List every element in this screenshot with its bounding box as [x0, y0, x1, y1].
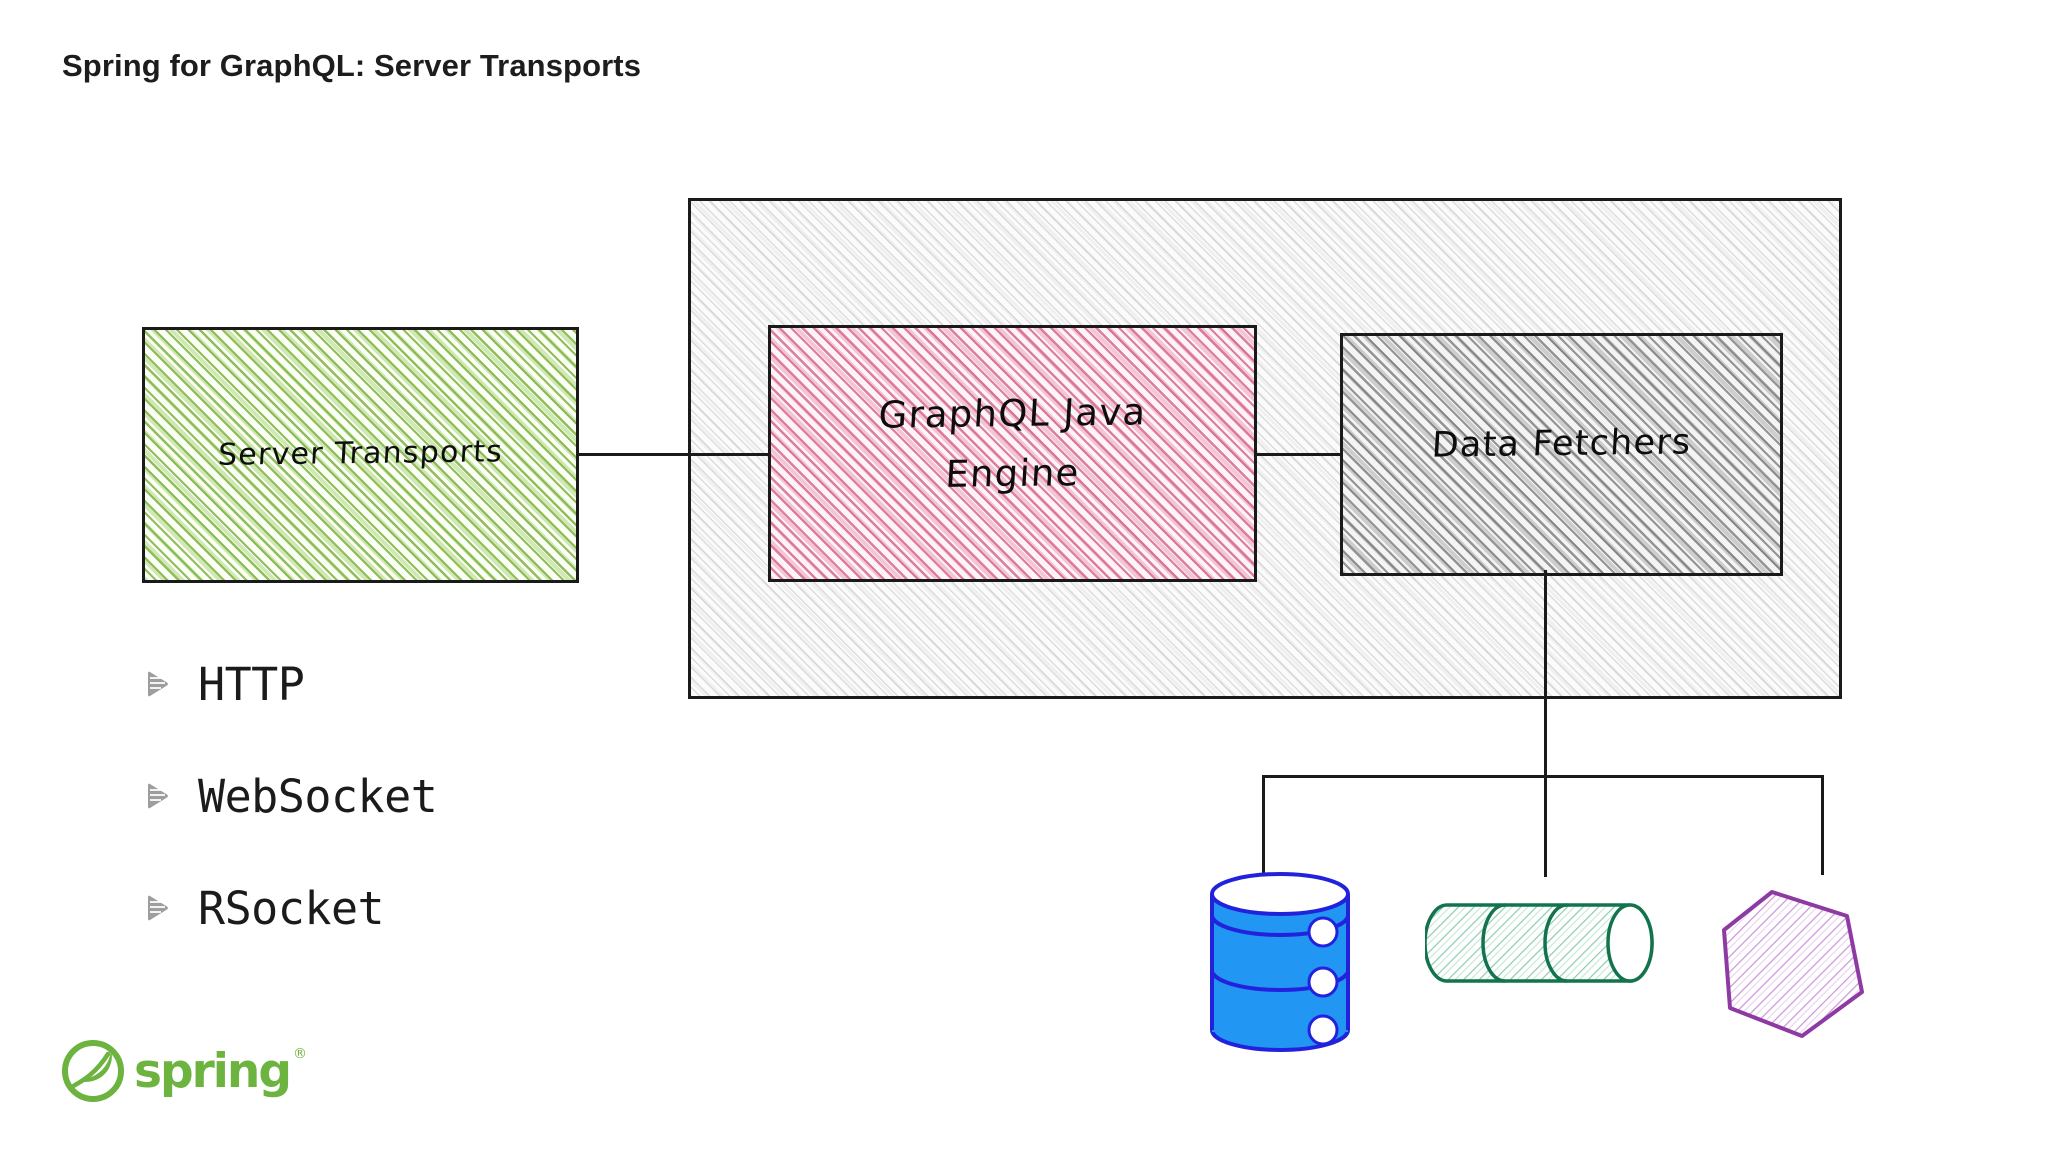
list-item[interactable]: RSocket: [142, 852, 437, 964]
data-fetchers-edge-right: [1780, 333, 1783, 576]
spring-logo: spring ®: [62, 1040, 307, 1102]
data-fetchers-label: Data Fetchers: [1430, 422, 1693, 466]
graphql-engine-edge-top: [768, 325, 1257, 328]
data-fetchers-edge-top: [1340, 333, 1783, 336]
graphql-engine-edge-right: [1254, 325, 1257, 582]
server-transports-list: HTTP WebSocket RSocket: [142, 628, 438, 964]
box-graphql-java-engine[interactable]: GraphQL Java Engine: [768, 325, 1257, 582]
branch-drop-left: [1262, 775, 1265, 875]
spring-leaf-icon: [62, 1040, 124, 1102]
list-item-label: WebSocket: [198, 769, 438, 823]
graphql-engine-hatch-fill: [770, 327, 1255, 580]
graphql-engine-label-line1: GraphQL Java: [877, 390, 1148, 437]
list-item-label: RSocket: [198, 881, 385, 935]
branch-bus-horizontal: [1262, 775, 1824, 778]
container-edge-right: [1839, 198, 1842, 699]
spring-wordmark: spring ®: [134, 1043, 307, 1099]
container-edge-top: [688, 198, 1842, 201]
box-data-fetchers[interactable]: Data Fetchers: [1340, 333, 1783, 576]
graphql-engine-edge-left: [768, 325, 771, 582]
data-fetchers-edge-bottom: [1340, 573, 1783, 576]
server-transports-edge-top: [142, 327, 579, 330]
spring-wordmark-text: spring: [134, 1043, 292, 1099]
page-title: Spring for GraphQL: Server Transports: [62, 48, 642, 83]
data-fetchers-edge-left: [1340, 333, 1343, 576]
server-transports-label: Server Transports: [217, 434, 504, 473]
server-transports-edge-right: [576, 327, 579, 583]
box-server-transports[interactable]: Server Transports: [142, 327, 579, 583]
list-item[interactable]: WebSocket: [142, 740, 438, 852]
graphql-engine-label-line2: Engine: [944, 451, 1081, 496]
play-triangle-icon: [148, 895, 168, 921]
connector-transports-to-engine: [578, 453, 774, 456]
list-item[interactable]: HTTP: [142, 628, 437, 740]
hexagon-icon[interactable]: [1712, 880, 1902, 1060]
branch-drop-right: [1821, 775, 1824, 875]
connector-engine-to-fetchers: [1256, 453, 1340, 456]
container-edge-bottom: [688, 696, 1842, 699]
server-transports-edge-left: [142, 327, 145, 583]
registered-trademark-symbol: ®: [293, 1045, 307, 1062]
horizontal-cylinder-icon[interactable]: [1425, 893, 1665, 998]
server-transports-hatch-fill: [144, 329, 577, 581]
database-cylinder-icon[interactable]: [1205, 870, 1370, 1055]
play-triangle-icon: [148, 671, 168, 697]
branch-trunk-vertical: [1544, 570, 1547, 877]
graphql-engine-edge-bottom: [768, 579, 1257, 582]
container-edge-left: [688, 198, 691, 699]
play-triangle-icon: [148, 783, 168, 809]
data-fetchers-hatch-fill: [1342, 335, 1781, 574]
list-item-label: HTTP: [198, 657, 305, 711]
server-transports-edge-bottom: [142, 580, 579, 583]
